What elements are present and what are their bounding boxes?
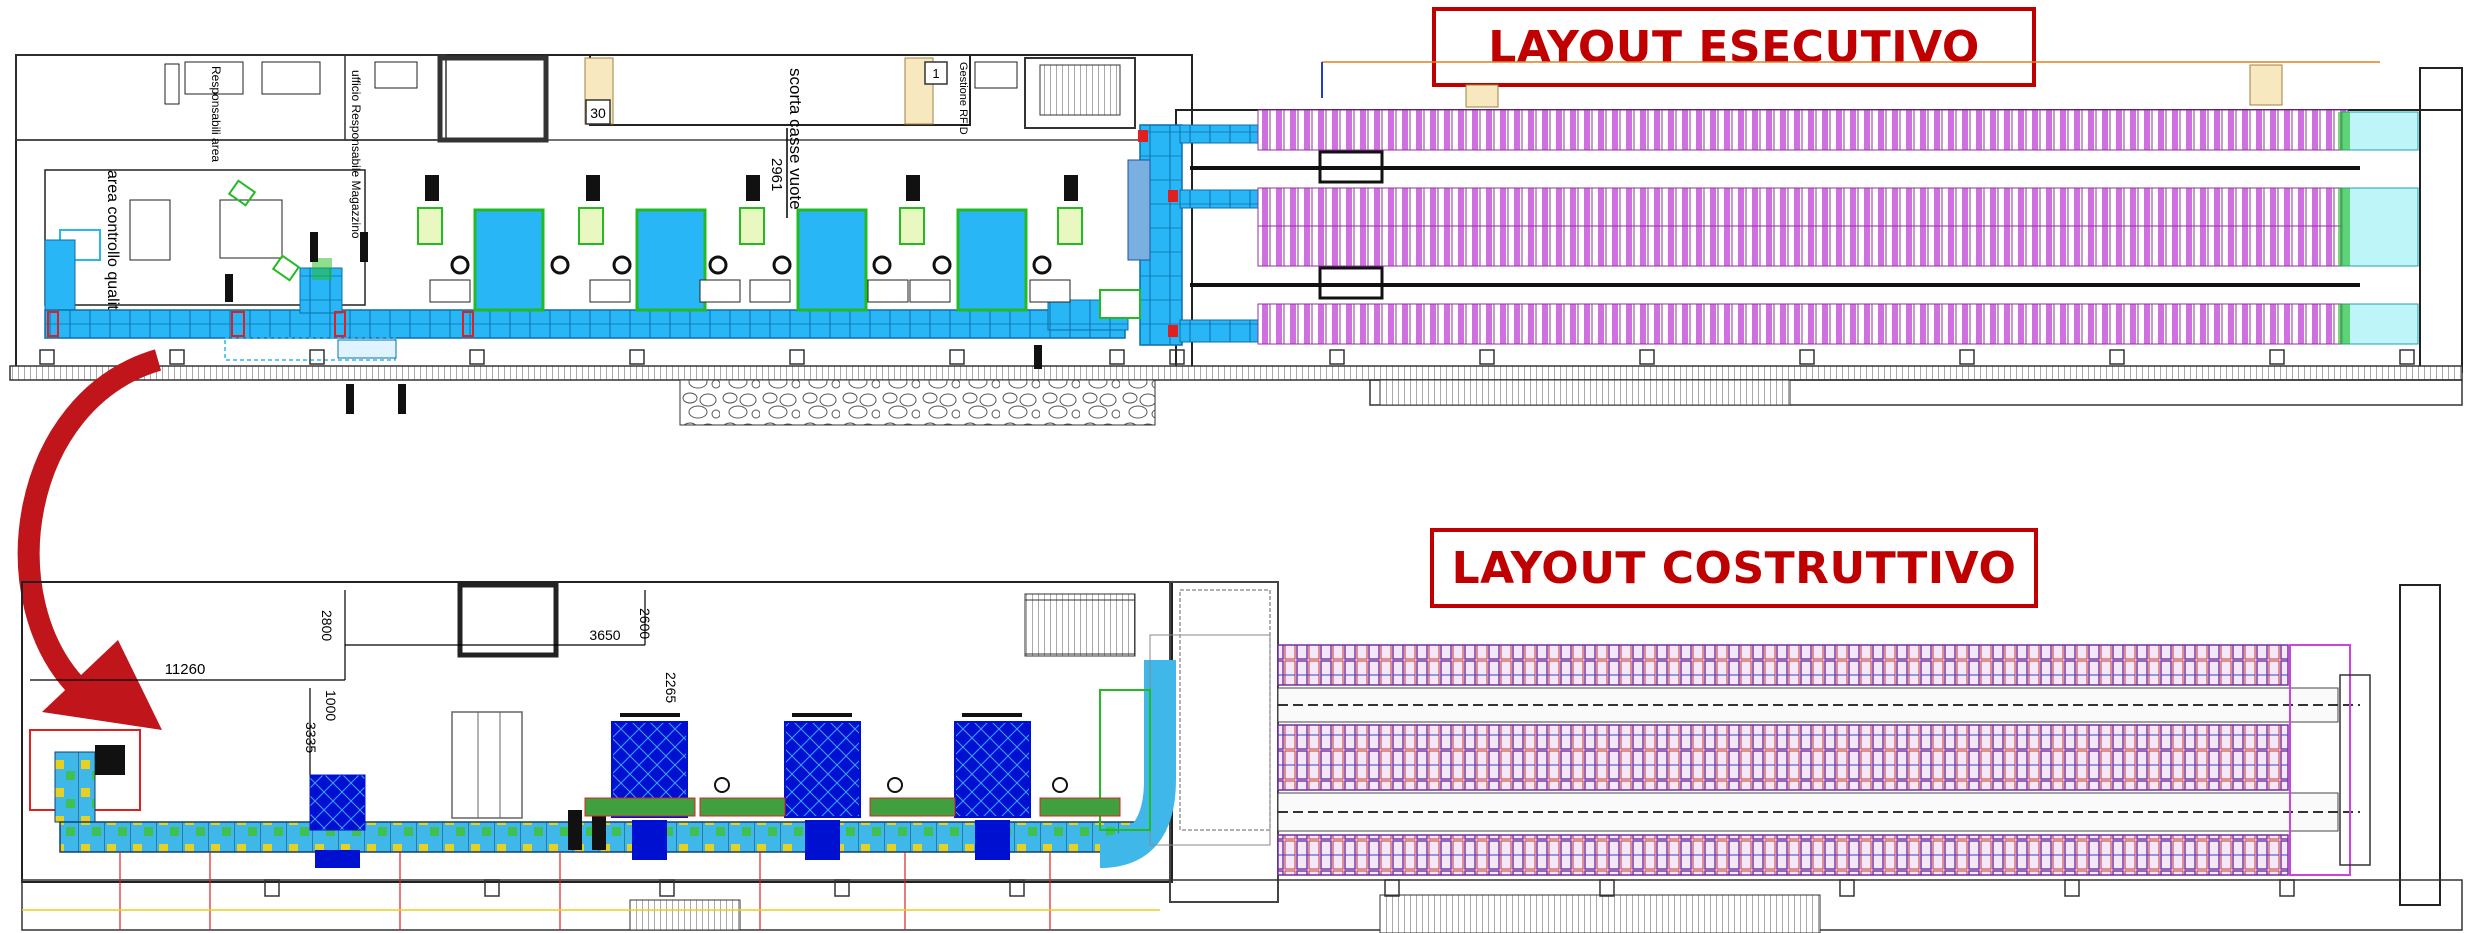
dimension-2961: 2961 xyxy=(768,158,785,191)
dimension-2800: 2800 xyxy=(319,610,335,641)
dimension-2265: 2265 xyxy=(663,672,679,703)
bottom-plan: 11260 2800 3650 2600 2265 1000 3335 xyxy=(21,581,2463,933)
title-layout-esecutivo: LAYOUT ESECUTIVO xyxy=(1432,7,2036,87)
dimension-1000: 1000 xyxy=(323,690,339,721)
label-gestione-rfid: Gestione RFID xyxy=(957,62,969,135)
picking-stations-bottom xyxy=(451,711,1121,860)
racks-top xyxy=(1190,61,2419,345)
title-layout-costruttivo: LAYOUT COSTRUTTIVO xyxy=(1430,528,2038,608)
top-plan: 30 1 Responsabili area ufficio Responsab… xyxy=(9,54,2463,426)
racks-bottom xyxy=(1277,644,2371,876)
label-scorta: scorta casse vuote xyxy=(786,68,805,210)
label-area-controllo-qualita: area controllo qualità xyxy=(104,170,121,319)
dimension-3335: 3335 xyxy=(303,722,319,753)
transition-arrow xyxy=(17,349,162,730)
dimension-3650: 3650 xyxy=(589,627,620,643)
label-ufficio: ufficio Responsabile Magazzino xyxy=(349,70,363,239)
picking-stations-top xyxy=(417,175,1083,312)
label-box-1: 1 xyxy=(932,66,939,81)
dimension-11260: 11260 xyxy=(165,661,206,678)
label-box-30: 30 xyxy=(590,105,606,121)
label-responsabili: Responsabili area xyxy=(209,66,223,162)
dimension-2600: 2600 xyxy=(637,608,653,639)
